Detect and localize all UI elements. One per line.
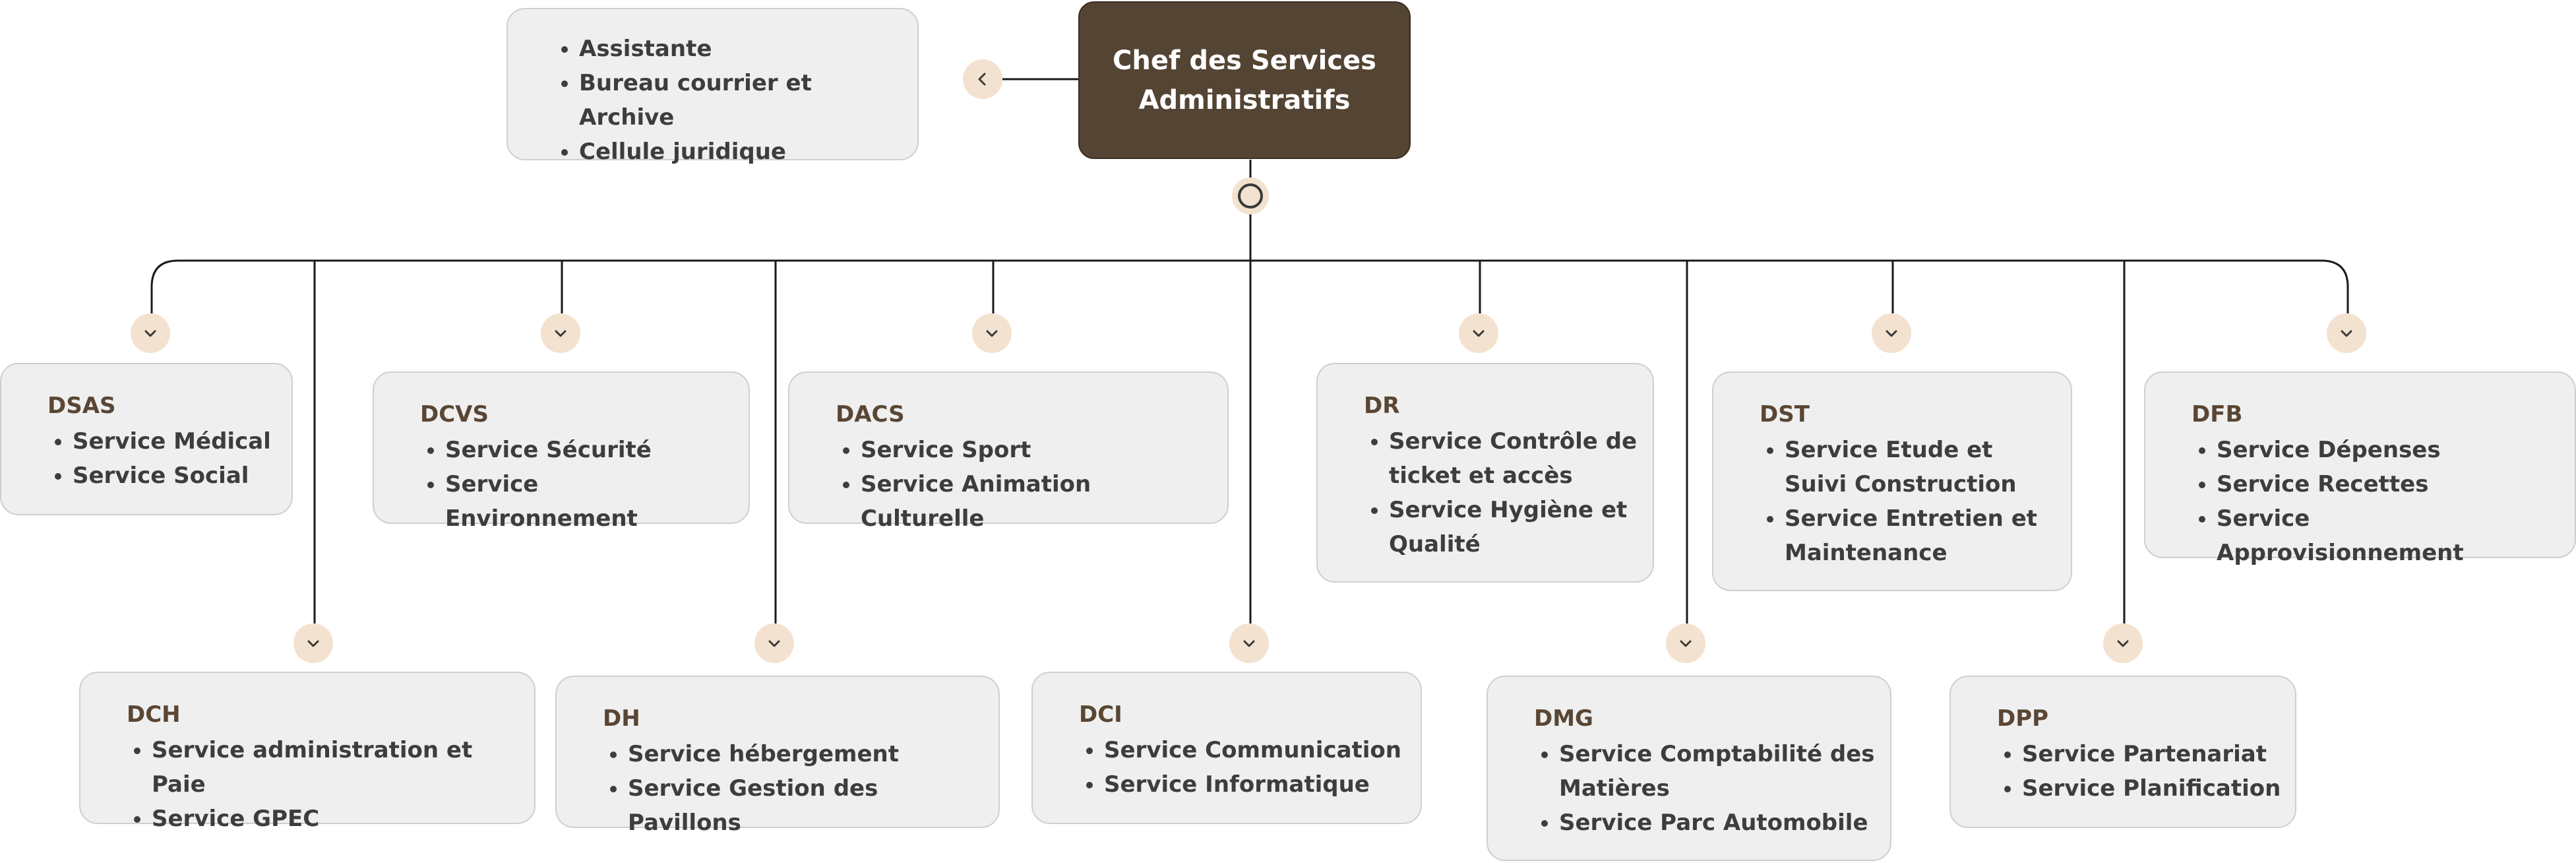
list-item: Service Approvisionnement xyxy=(2217,501,2561,570)
department-node-dcvs[interactable]: DCVS Service Sécurité Service Environnem… xyxy=(373,371,750,532)
list-item: Service Contrôle de ticket et accès xyxy=(1389,424,1640,493)
expand-dfb-chevron-down-icon[interactable] xyxy=(2327,313,2366,353)
expand-dmg-chevron-down-icon[interactable] xyxy=(1666,623,1705,663)
expand-dpp-chevron-down-icon[interactable] xyxy=(2103,623,2143,663)
list-item: Service Entretien et Maintenance xyxy=(1785,501,2058,570)
list-item: Service Informatique xyxy=(1104,767,1407,802)
expand-dci-chevron-down-icon[interactable] xyxy=(1229,623,1269,663)
chevron-left-icon[interactable] xyxy=(963,59,1002,99)
list-item: Service Social xyxy=(73,459,278,493)
department-node-dst[interactable]: DST Service Etude et Suivi Construction … xyxy=(1712,371,2072,591)
list-item: Service Etude et Suivi Construction xyxy=(1785,433,2058,501)
assistant-panel: Assistante Bureau courrier et Archive Ce… xyxy=(506,8,919,165)
list-item: Service Parc Automobile xyxy=(1559,806,1877,840)
list-item: Service Partenariat xyxy=(2022,737,2282,771)
list-item: Service Planification xyxy=(2022,771,2282,806)
department-node-dmg[interactable]: DMG Service Comptabilité des Matières Se… xyxy=(1487,676,1891,861)
department-code: DFB xyxy=(2192,401,2243,428)
department-code: DH xyxy=(603,705,640,732)
list-item: Service Recettes xyxy=(2217,467,2561,501)
expand-dh-chevron-down-icon[interactable] xyxy=(754,623,794,663)
list-item: Service Dépenses xyxy=(2217,433,2561,467)
root-node-chef-des-services[interactable]: Chef des Services Administratifs xyxy=(1078,1,1411,159)
list-item: Service Comptabilité des Matières xyxy=(1559,737,1877,806)
list-item: Service GPEC xyxy=(152,802,521,836)
list-item: Service Sécurité xyxy=(445,433,735,467)
expand-dacs-chevron-down-icon[interactable] xyxy=(972,313,1012,353)
department-code: DPP xyxy=(1997,705,2049,732)
expand-dcvs-chevron-down-icon[interactable] xyxy=(541,313,580,353)
list-item: Cellule juridique xyxy=(579,135,891,169)
department-node-dr[interactable]: DR Service Contrôle de ticket et accès S… xyxy=(1316,363,1654,583)
department-node-dfb[interactable]: DFB Service Dépenses Service Recettes Se… xyxy=(2144,371,2576,566)
department-code: DCI xyxy=(1079,701,1122,728)
department-node-dsas[interactable]: DSAS Service Médical Service Social xyxy=(0,363,293,515)
list-item: Service Environnement xyxy=(445,467,735,536)
list-item: Bureau courrier et Archive xyxy=(579,66,891,135)
department-code: DCVS xyxy=(420,401,489,428)
list-item: Service Hygiène et Qualité xyxy=(1389,493,1640,561)
department-node-dh[interactable]: DH Service hébergement Service Gestion d… xyxy=(555,676,1000,836)
list-item: Service hébergement xyxy=(628,737,985,771)
department-code: DR xyxy=(1364,393,1400,419)
department-node-dpp[interactable]: DPP Service Partenariat Service Planific… xyxy=(1949,676,2296,828)
department-node-dch[interactable]: DCH Service administration et Paie Servi… xyxy=(79,672,536,832)
department-code: DMG xyxy=(1534,705,1593,732)
list-item: Service Communication xyxy=(1104,733,1407,767)
list-item: Service Sport xyxy=(861,433,1214,467)
list-item: Service Gestion des Pavillons xyxy=(628,771,985,840)
department-code: DCH xyxy=(127,701,181,728)
department-code: DST xyxy=(1760,401,1810,428)
list-item: Service Animation Culturelle xyxy=(861,467,1214,536)
department-node-dacs[interactable]: DACS Service Sport Service Animation Cul… xyxy=(788,371,1229,532)
expand-dr-chevron-down-icon[interactable] xyxy=(1459,313,1498,353)
list-item: Assistante xyxy=(579,32,891,66)
expand-dsas-chevron-down-icon[interactable] xyxy=(131,313,170,353)
department-code: DACS xyxy=(836,401,905,428)
list-item: Service administration et Paie xyxy=(152,733,521,802)
expand-dch-chevron-down-icon[interactable] xyxy=(293,623,333,663)
expand-dst-chevron-down-icon[interactable] xyxy=(1872,313,1911,353)
list-item: Service Médical xyxy=(73,424,278,459)
root-title: Chef des Services Administratifs xyxy=(1113,45,1376,115)
circle-toggle-icon[interactable] xyxy=(1232,177,1269,214)
department-code: DSAS xyxy=(47,393,116,419)
department-node-dci[interactable]: DCI Service Communication Service Inform… xyxy=(1031,672,1422,824)
